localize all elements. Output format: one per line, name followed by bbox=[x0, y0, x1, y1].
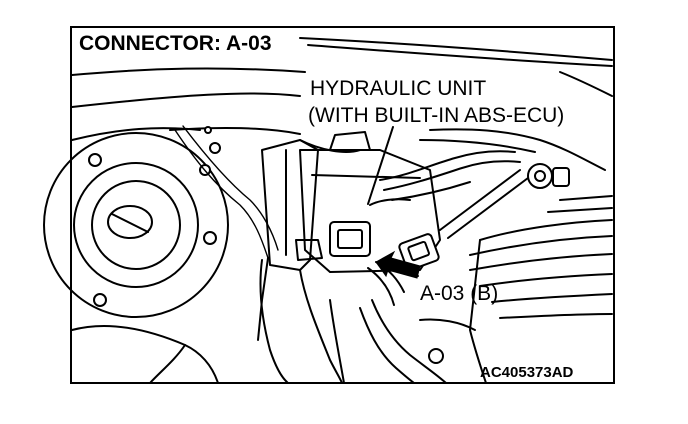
figure-frame bbox=[70, 26, 615, 384]
black-arrow-icon bbox=[375, 250, 421, 279]
figure-title: CONNECTOR: A-03 bbox=[79, 32, 272, 55]
engine-cover bbox=[469, 195, 613, 384]
title-leader-line bbox=[307, 44, 613, 67]
component-label-line1: HYDRAULIC UNIT bbox=[310, 77, 486, 100]
hydraulic-unit bbox=[295, 131, 441, 273]
engine-bay-illustration bbox=[43, 37, 613, 384]
strut-tower bbox=[43, 132, 229, 384]
connector-label: A-03 (B) bbox=[420, 282, 498, 305]
component-leader-line bbox=[367, 126, 394, 205]
connector-leader-line bbox=[403, 271, 419, 277]
component-label-line2: (WITH BUILT-IN ABS-ECU) bbox=[308, 104, 564, 127]
connector-a03 bbox=[367, 233, 440, 306]
figure-code: AC405373AD bbox=[480, 364, 574, 381]
